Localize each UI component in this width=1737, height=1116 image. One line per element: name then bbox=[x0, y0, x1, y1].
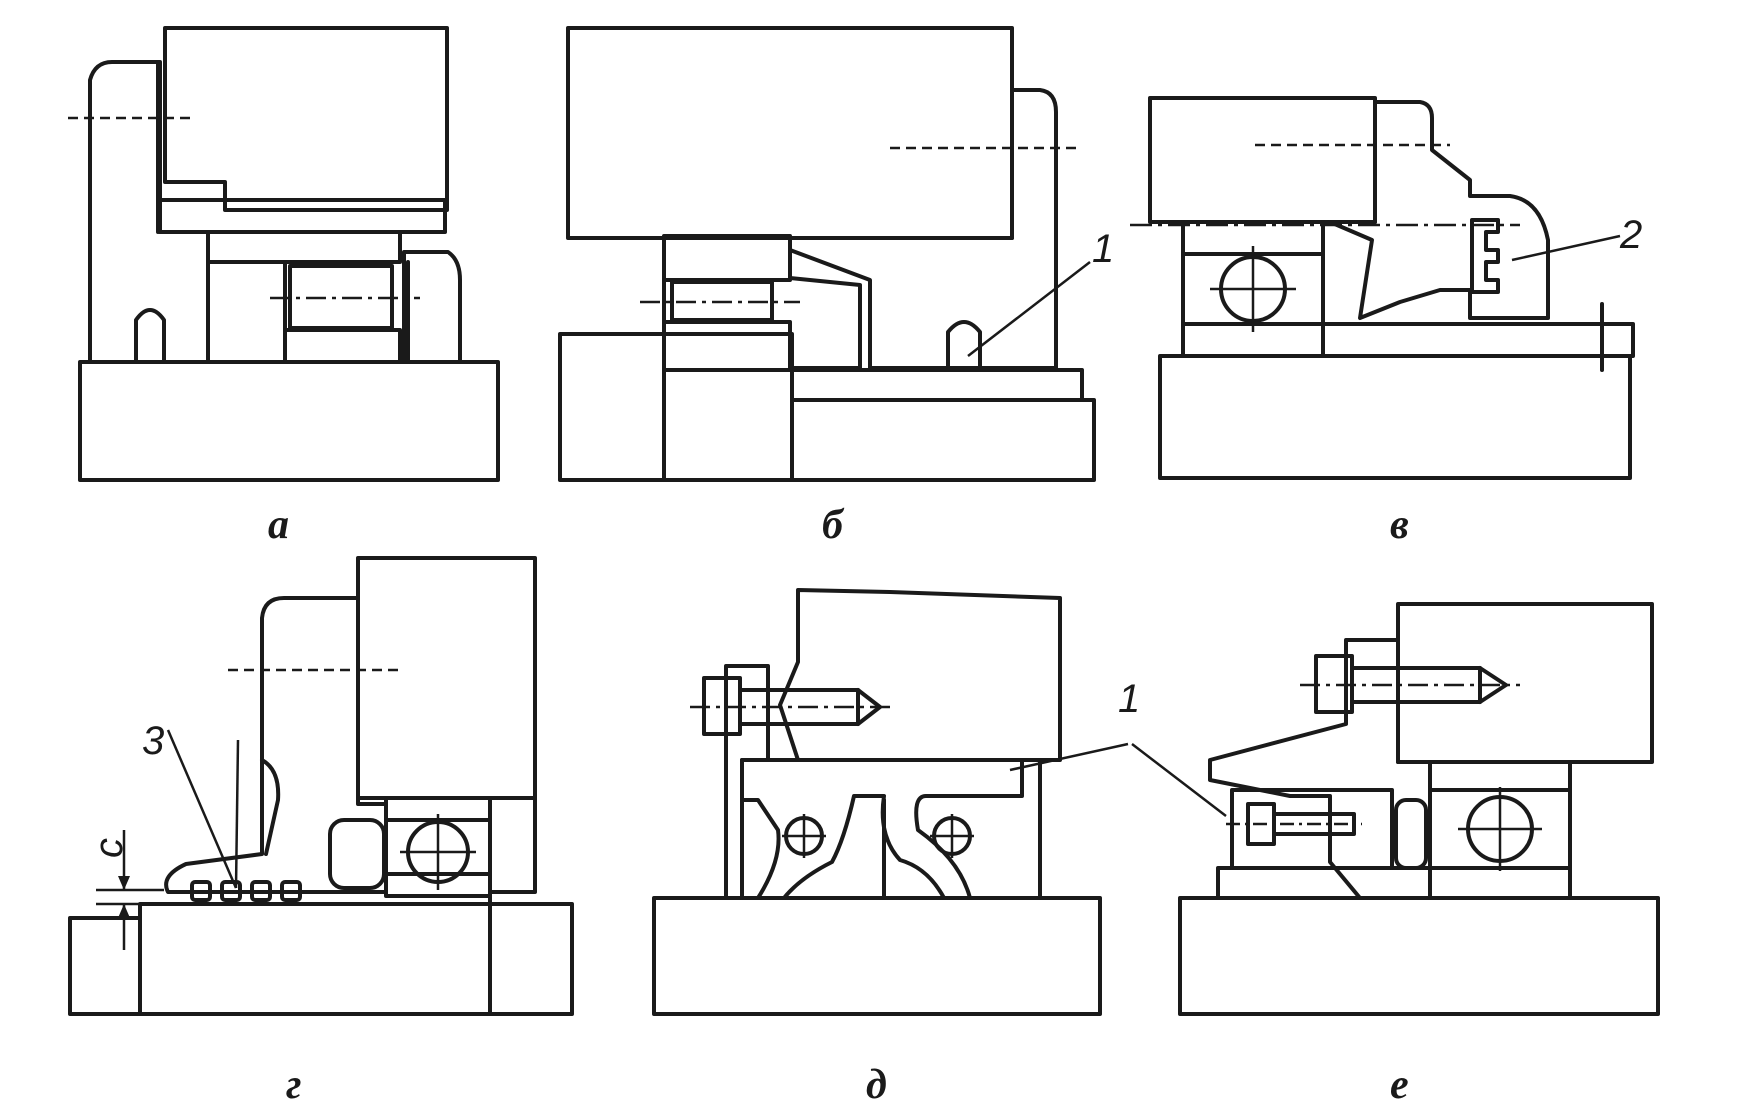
shaft-v bbox=[1158, 354, 1632, 480]
seal-ring-b bbox=[946, 320, 982, 370]
housing-d bbox=[778, 588, 1062, 762]
spacer-e bbox=[1216, 866, 1432, 900]
housing-a bbox=[163, 26, 449, 212]
felt-seal-a bbox=[134, 308, 166, 364]
sleeve-b bbox=[790, 368, 1084, 402]
labyrinth-cover-v bbox=[1328, 100, 1550, 320]
panel-label-d: д bbox=[866, 1062, 887, 1108]
panel-label-a: а bbox=[268, 502, 289, 548]
shaft-b-large bbox=[790, 398, 1096, 482]
flange-d bbox=[724, 664, 770, 900]
panel-v: 2 в bbox=[1130, 96, 1642, 548]
callout-1-b: 1 bbox=[1092, 227, 1114, 271]
panel-label-e: е bbox=[1390, 1062, 1409, 1108]
callout-2-v: 2 bbox=[1619, 213, 1642, 257]
labyrinth-ring-v bbox=[1470, 218, 1500, 294]
flange-e bbox=[1208, 638, 1432, 900]
spacer-v bbox=[1321, 322, 1635, 358]
panel-b: 1 б bbox=[558, 26, 1114, 548]
bearing-inner-b bbox=[662, 320, 792, 372]
shaft-g-large bbox=[138, 902, 574, 1016]
bolt-e bbox=[1300, 654, 1520, 714]
bolt-d bbox=[690, 676, 890, 736]
housing-v bbox=[1148, 96, 1377, 224]
bearing-outer-a bbox=[206, 230, 402, 264]
bearing-inner-a bbox=[283, 328, 402, 364]
panel-a: а bbox=[68, 26, 500, 548]
bearing-outer-b bbox=[662, 234, 792, 282]
roller-b bbox=[670, 280, 774, 322]
callout-1-de: 1 bbox=[1118, 677, 1140, 721]
small-bolt-e bbox=[1226, 802, 1362, 846]
grooves-g bbox=[190, 880, 302, 902]
end-cover-a bbox=[88, 60, 210, 364]
housing-b bbox=[566, 26, 1014, 240]
shaft-a bbox=[78, 360, 500, 482]
panel-d: 1 д bbox=[652, 588, 1227, 1108]
panel-label-g: г bbox=[286, 1062, 302, 1108]
panel-label-v: в bbox=[1390, 502, 1409, 548]
shaft-d bbox=[652, 896, 1102, 1016]
bearing-outer-e bbox=[1428, 760, 1572, 792]
shaft-b-small bbox=[558, 332, 794, 482]
panel-e: е bbox=[1178, 602, 1660, 1108]
panel-label-b: б bbox=[822, 502, 845, 548]
grooved-cover-g bbox=[164, 596, 388, 894]
callout-3-g: 3 bbox=[142, 719, 164, 763]
nut-a bbox=[402, 250, 462, 364]
housing-e bbox=[1396, 602, 1654, 764]
sleeve-a bbox=[158, 198, 447, 234]
housing-g bbox=[356, 556, 537, 800]
shaft-g-small bbox=[68, 916, 142, 1016]
shaft-e bbox=[1178, 896, 1660, 1016]
cover-b bbox=[788, 88, 1058, 370]
bearing-inner-e bbox=[1428, 866, 1572, 900]
roller-a bbox=[288, 264, 394, 330]
panel-g: 3 c г bbox=[68, 556, 574, 1108]
felt-ring-e bbox=[1230, 788, 1394, 870]
spring-d bbox=[782, 814, 974, 858]
clearance-label-c: c bbox=[87, 838, 131, 858]
